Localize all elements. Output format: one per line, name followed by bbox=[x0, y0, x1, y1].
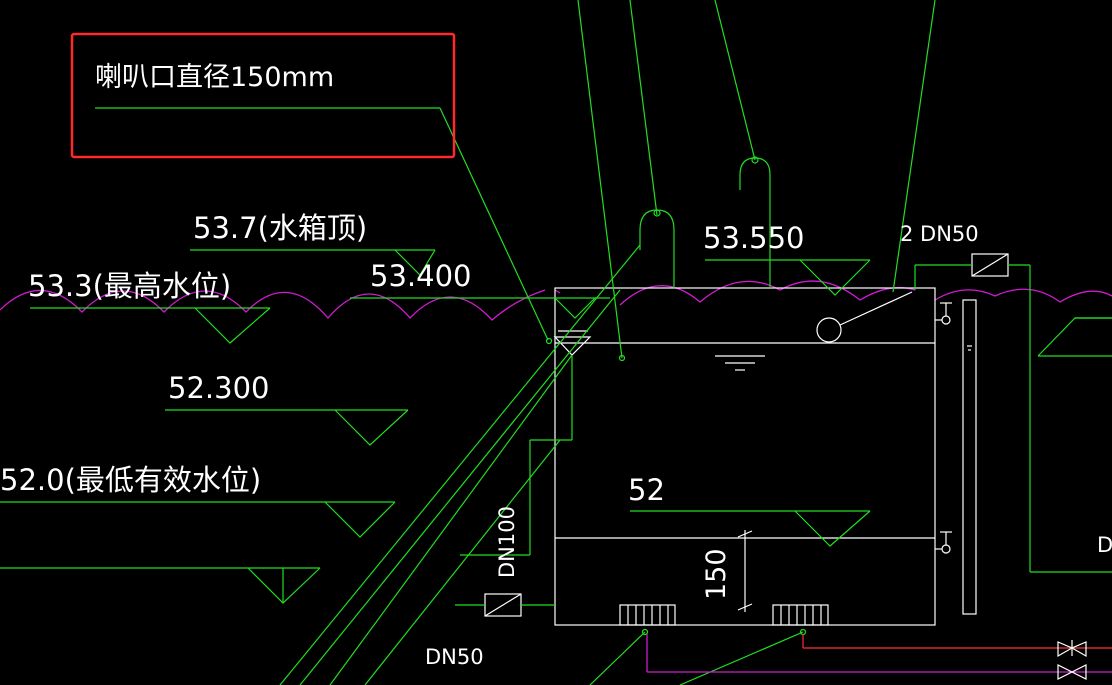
dimension-150: 150 bbox=[701, 548, 732, 600]
level-min-effective: 52.0(最低有效水位) bbox=[0, 463, 261, 497]
level-inner-52: 52 bbox=[628, 473, 665, 507]
right-cut-label: D bbox=[1097, 533, 1112, 557]
level-max-water: 53.3(最高水位) bbox=[28, 269, 231, 303]
callout-highlight-box bbox=[70, 32, 456, 159]
level-tank-top: 53.7(水箱顶) bbox=[193, 211, 367, 245]
level-overflow: 53.400 bbox=[370, 259, 471, 293]
level-inlet: 53.550 bbox=[703, 221, 804, 255]
water-surface-wave bbox=[0, 280, 1112, 321]
callout-text: 喇叭口直径150mm bbox=[95, 62, 334, 93]
level-52300: 52.300 bbox=[168, 371, 269, 405]
lower-pipes bbox=[646, 634, 1112, 680]
pipe-dn100-label: DN100 bbox=[495, 506, 519, 578]
pipe-2dn50-label: 2 DN50 bbox=[900, 222, 979, 246]
pipe-dn50-label: DN50 bbox=[425, 645, 484, 669]
